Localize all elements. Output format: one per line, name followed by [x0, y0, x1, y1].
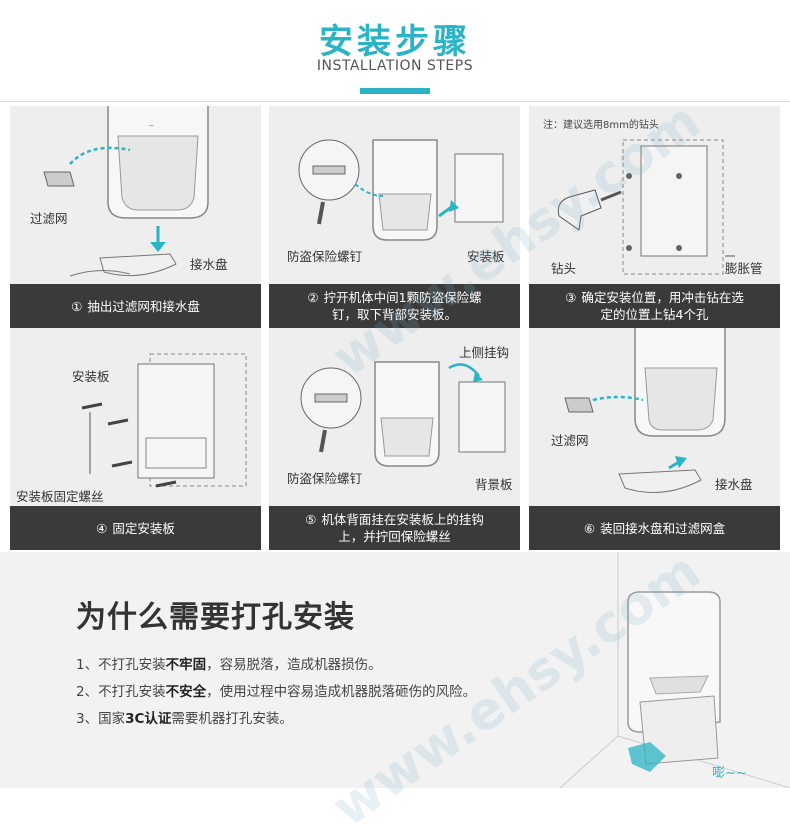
reason-2: 2、不打孔安装不安全，使用过程中容易造成机器脱落砸伤的风险。	[76, 679, 476, 706]
caption-line-1: 抽出过滤网和接水盘	[87, 298, 200, 314]
step-panel-3: 注：建议选用8mm的钻头 钻头 膨胀管 ③ 确定安装位置，用冲击钻在选定的位置上钻…	[529, 106, 780, 328]
step-number: ①	[71, 298, 83, 314]
drill-note: 注：建议选用8mm的钻头	[543, 120, 659, 131]
reason-text: 需要机器打孔安装。	[171, 711, 293, 727]
step-6-illustration	[564, 328, 726, 493]
reason-emphasis: 不安全	[165, 684, 207, 700]
reason-emphasis: 3C认证	[125, 711, 172, 727]
label-expansion-tube: 膨胀管	[725, 261, 763, 276]
step-5-illustration	[300, 361, 506, 467]
label-mount-plate: 安装板	[72, 369, 110, 384]
svg-text:~: ~	[148, 121, 155, 130]
caption-line-2: 上，并拧回保险螺丝	[338, 529, 451, 544]
label-plate-screws: 安装板固定螺丝	[16, 489, 104, 504]
label-mount-plate: 安装板	[467, 249, 505, 264]
label-drip-tray: 接水盘	[715, 477, 753, 492]
divider	[0, 101, 790, 102]
caption-line-1: 装回接水盘和过滤网盒	[600, 520, 726, 536]
reason-text: 2、不打孔安装	[76, 684, 166, 700]
step-3-illustration	[557, 139, 735, 275]
label-anti-theft-screw: 防盗保险螺钉	[287, 471, 363, 486]
step-number: ⑤	[305, 512, 317, 527]
reason-text: 3、国家	[76, 711, 126, 727]
reason-emphasis: 不牢固	[165, 657, 207, 673]
caption-line-1: 固定安装板	[112, 520, 175, 536]
step-panel-2: 防盗保险螺钉 安装板 ② 拧开机体中间1颗防盗保险螺钉，取下背部安装板。	[269, 106, 520, 328]
reason-text: ，使用过程中容易造成机器脱落砸伤的风险。	[206, 684, 477, 700]
label-upper-hook: 上侧挂钩	[459, 345, 510, 360]
label-back-plate: 背景板	[475, 477, 513, 492]
reasons-list: 1、不打孔安装不牢固，容易脱落，造成机器损伤。 2、不打孔安装不安全，使用过程中…	[76, 652, 476, 733]
page-title: 安装步骤	[319, 22, 471, 62]
label-drill-bit: 钻头	[551, 261, 577, 276]
step-number: ③	[565, 290, 577, 305]
caption-line-2: 定的位置上钻4个孔	[600, 307, 709, 322]
reason-1: 1、不打孔安装不牢固，容易脱落，造成机器损伤。	[76, 652, 476, 679]
impact-sound-text: 嘭~~	[712, 766, 747, 781]
label-anti-theft-screw: 防盗保险螺钉	[287, 249, 363, 264]
step-1-illustration: ~	[43, 106, 209, 277]
step-number: ④	[96, 520, 108, 536]
step-number: ②	[307, 290, 319, 305]
step-2-illustration	[298, 139, 504, 241]
step-number: ⑥	[583, 520, 596, 536]
step-4-illustration	[81, 353, 247, 488]
header: 安装步骤 INSTALLATION STEPS	[0, 0, 790, 108]
caption-line-1: 确定安装位置，用冲击钻在选	[581, 290, 744, 305]
why-section	[0, 552, 790, 788]
page-subtitle: INSTALLATION STEPS	[316, 58, 474, 74]
reason-text: 1、不打孔安装	[76, 657, 166, 673]
dryer-fallen-illustration	[559, 552, 790, 788]
reason-text: ，容易脱落，造成机器损伤。	[206, 657, 382, 673]
step-caption-3: ③ 确定安装位置，用冲击钻在选定的位置上钻4个孔	[529, 284, 780, 328]
step-caption-5: ⑤ 机体背面挂在安装板上的挂钩上，并拧回保险螺丝	[269, 506, 520, 550]
step-panel-5: 上侧挂钩 防盗保险螺钉 背景板 ⑤ 机体背面挂在安装板上的挂钩上，并拧回保险螺丝	[269, 328, 520, 550]
caption-line-1: 拧开机体中间1颗防盗保险螺	[323, 290, 482, 305]
title-underline	[360, 88, 430, 94]
step-caption-2: ② 拧开机体中间1颗防盗保险螺钉，取下背部安装板。	[269, 284, 520, 328]
why-title: 为什么需要打孔安装	[76, 600, 355, 635]
reason-3: 3、国家3C认证需要机器打孔安装。	[76, 706, 476, 733]
caption-line-2: 钉，取下背部安装板。	[331, 307, 457, 322]
label-filter: 过滤网	[551, 433, 589, 448]
caption-line-1: 机体背面挂在安装板上的挂钩	[321, 512, 484, 527]
label-drip-tray: 接水盘	[190, 257, 228, 272]
label-filter: 过滤网	[30, 211, 68, 226]
